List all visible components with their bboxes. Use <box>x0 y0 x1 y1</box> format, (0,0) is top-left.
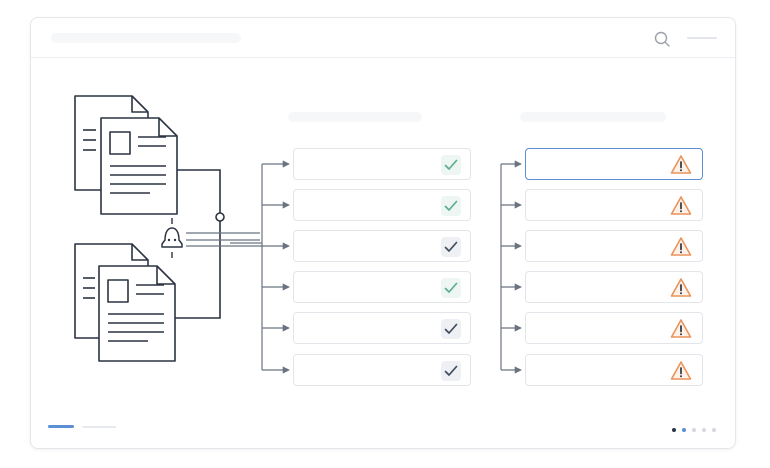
checkmark-icon <box>444 365 458 376</box>
checkmark-icon <box>444 282 458 293</box>
checkmark-icon <box>444 323 458 334</box>
status-badge <box>441 155 461 175</box>
pagination-dot[interactable] <box>692 428 696 432</box>
signal-lines <box>186 232 262 247</box>
warning-item-card[interactable] <box>525 189 703 221</box>
document-stack-icon <box>74 95 178 215</box>
fanout-right <box>500 160 522 374</box>
status-badge <box>441 278 461 298</box>
checkmark-icon <box>444 159 458 170</box>
status-badge <box>441 319 461 339</box>
warning-item-card-selected[interactable] <box>525 148 703 180</box>
warning-item-card[interactable] <box>525 271 703 303</box>
document-connector <box>175 169 221 319</box>
progress-indicator <box>48 425 74 428</box>
search-icon <box>654 31 670 47</box>
warning-item-card[interactable] <box>525 230 703 262</box>
warning-item-card[interactable] <box>525 354 703 386</box>
validated-item-card[interactable] <box>293 271 471 303</box>
pagination-dot[interactable] <box>672 428 676 432</box>
title-placeholder <box>51 33 241 43</box>
document-stack-icon <box>74 243 176 362</box>
fanout-middle <box>261 160 290 374</box>
validated-item-card[interactable] <box>293 230 471 262</box>
warning-triangle-icon <box>670 155 692 174</box>
status-badge <box>441 237 461 257</box>
junction-node <box>215 212 225 222</box>
search-button[interactable] <box>651 28 673 50</box>
lock-node-icon <box>161 218 183 258</box>
column-heading-placeholder <box>288 112 422 122</box>
warning-triangle-icon <box>670 278 692 297</box>
checkmark-icon <box>444 200 458 211</box>
warning-triangle-icon <box>670 237 692 256</box>
status-badge <box>441 361 461 381</box>
validated-item-card[interactable] <box>293 189 471 221</box>
validated-item-card[interactable] <box>293 312 471 344</box>
warning-triangle-icon <box>670 319 692 338</box>
checkmark-icon <box>444 241 458 252</box>
validated-item-card[interactable] <box>293 148 471 180</box>
pagination-dot[interactable] <box>712 428 716 432</box>
warning-triangle-icon <box>670 196 692 215</box>
title-bar <box>31 18 735 58</box>
warning-triangle-icon <box>670 361 692 380</box>
validated-item-card[interactable] <box>293 354 471 386</box>
warning-item-card[interactable] <box>525 312 703 344</box>
progress-track <box>82 426 116 428</box>
header-menu-line[interactable] <box>687 37 717 39</box>
pagination-dot[interactable] <box>682 428 686 432</box>
column-heading-placeholder <box>520 112 666 122</box>
pagination-dot[interactable] <box>702 428 706 432</box>
status-badge <box>441 196 461 216</box>
